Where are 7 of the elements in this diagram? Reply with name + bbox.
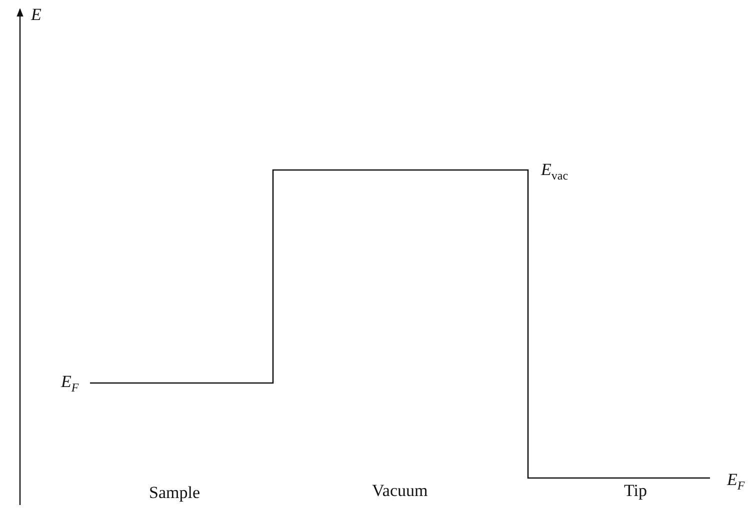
region-label: Tip [624,482,648,499]
region-label: Vacuum [372,482,428,499]
energy-level-label: E$_{F}$ [727,471,745,492]
region-label: Sample [149,484,200,501]
energy-level-label: E$_{vac}$ [541,161,568,182]
axis-label: E [31,6,42,23]
energy-level-label: E$_{F}$ [61,373,79,394]
